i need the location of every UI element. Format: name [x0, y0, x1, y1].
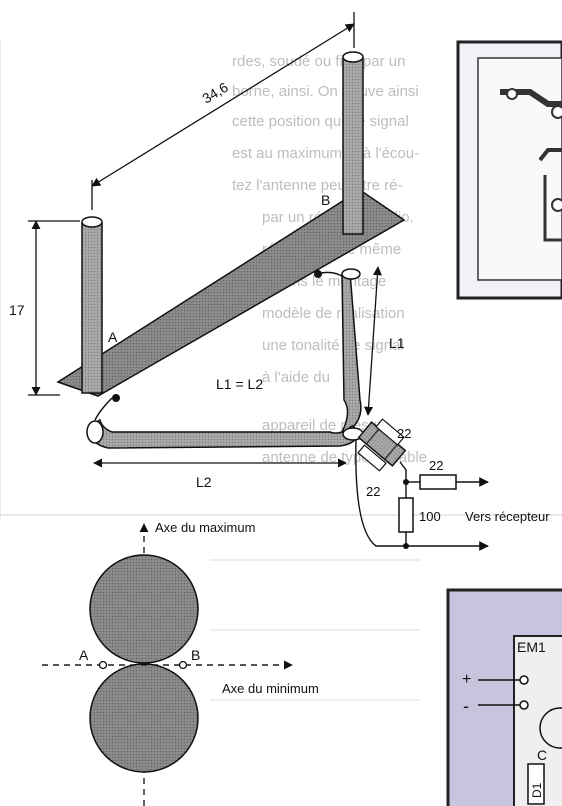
axis-minimum-label: Axe du minimum	[222, 681, 319, 696]
pcb-label: EM1	[517, 639, 546, 655]
pattern-lobe-top	[89, 554, 199, 664]
radiation-pattern: A B Axe du maximum Axe du minimum	[42, 520, 319, 806]
bg-line-3: cette position que le signal	[232, 113, 409, 130]
bg-line-1: rdes, soudé ou fixé par un	[232, 53, 405, 70]
diode-label: D1	[530, 782, 544, 798]
node-dot	[403, 543, 409, 549]
point-b-label: B	[191, 647, 200, 663]
minus-sign: -	[463, 696, 469, 716]
pcb-photo-top	[456, 40, 562, 300]
point-a-marker	[98, 660, 108, 670]
cap-label: C	[537, 747, 547, 763]
rod-b-label: B	[321, 192, 330, 208]
bg-line-2: borne, ainsi. On trouve ainsi	[232, 83, 419, 100]
resistor-label-top: 22	[397, 426, 411, 441]
bg-line-10: une tonalité de signal	[262, 337, 404, 354]
bg-line-5: tez l'antenne peut être ré-	[232, 177, 402, 194]
point-b-marker	[178, 660, 188, 670]
node-dot	[403, 479, 409, 485]
equation-label: L1 = L2	[216, 376, 263, 392]
resistor-label-bottom: 22	[366, 484, 380, 499]
point-a-label: A	[79, 647, 89, 663]
resistor-22	[419, 474, 457, 490]
length-l1-label: L1	[389, 335, 405, 351]
coax-l1	[314, 268, 362, 434]
length-l2-label: L2	[196, 474, 212, 490]
coax-l2	[86, 394, 361, 449]
receiver-label: Vers récepteur	[465, 509, 550, 524]
pattern-lobe-bottom	[89, 663, 199, 773]
splitter	[342, 418, 407, 472]
antenna-assembly: 34,6 17 A B L1 = L2 L1 L2 22 22 22 100 V…	[9, 12, 550, 551]
dimension-label-height: 17	[9, 302, 25, 318]
bg-line-11: à l'aide du	[262, 369, 330, 386]
resistor-label-mid: 22	[429, 458, 443, 473]
pcb-photo-bottom: EM1 + - C D1	[446, 588, 562, 806]
resistor-100	[398, 497, 414, 533]
rod-a-label: A	[108, 329, 118, 345]
axis-maximum-label: Axe du maximum	[155, 520, 255, 535]
plus-sign: +	[462, 671, 471, 688]
rod-b	[342, 51, 364, 235]
bg-line-4: est au maximum et à l'écou-	[232, 145, 419, 162]
dimension-lines	[28, 12, 382, 468]
resistor-label-100: 100	[419, 509, 441, 524]
bg-line-9: modèle de réalisation	[262, 305, 405, 322]
rod-a	[81, 216, 103, 394]
